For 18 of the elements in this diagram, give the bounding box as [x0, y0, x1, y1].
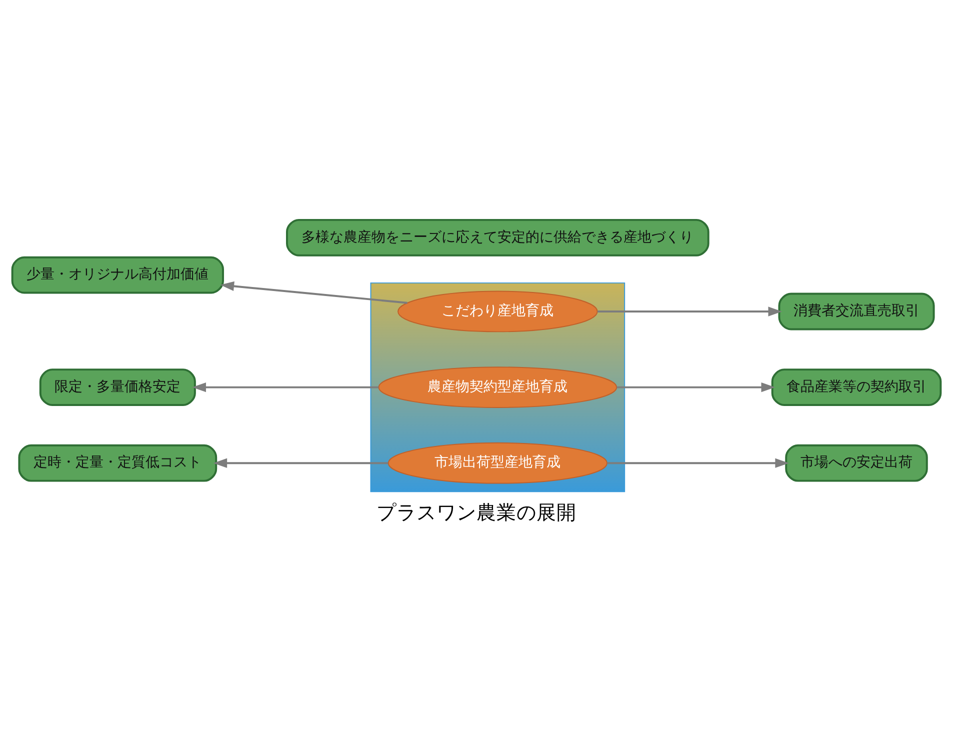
node-ellipse: 市場出荷型産地育成 — [388, 442, 608, 484]
node-box: 限定・多量価格安定 — [39, 368, 196, 406]
node-ellipse: こだわり産地育成 — [398, 290, 598, 332]
node-box: 消費者交流直売取引 — [778, 292, 935, 330]
node-box: 食品産業等の契約取引 — [771, 368, 942, 406]
arrow — [598, 306, 782, 316]
node-box: 定時・定量・定質低コスト — [18, 444, 218, 482]
arrow — [607, 458, 789, 468]
node-box: 少量・オリジナル高付加価値 — [11, 256, 224, 294]
arrow — [616, 382, 776, 392]
node-box: 市場への安定出荷 — [785, 444, 928, 482]
caption: プラスワン農業の展開 — [376, 500, 576, 524]
node-ellipse: 農産物契約型産地育成 — [378, 366, 618, 408]
arrow — [192, 382, 379, 392]
cluster — [370, 282, 626, 492]
arrow — [213, 458, 388, 468]
arrow — [220, 280, 408, 304]
node-box: 多様な農産物をニーズに応えて安定的に供給できる産地づくり — [286, 218, 710, 256]
